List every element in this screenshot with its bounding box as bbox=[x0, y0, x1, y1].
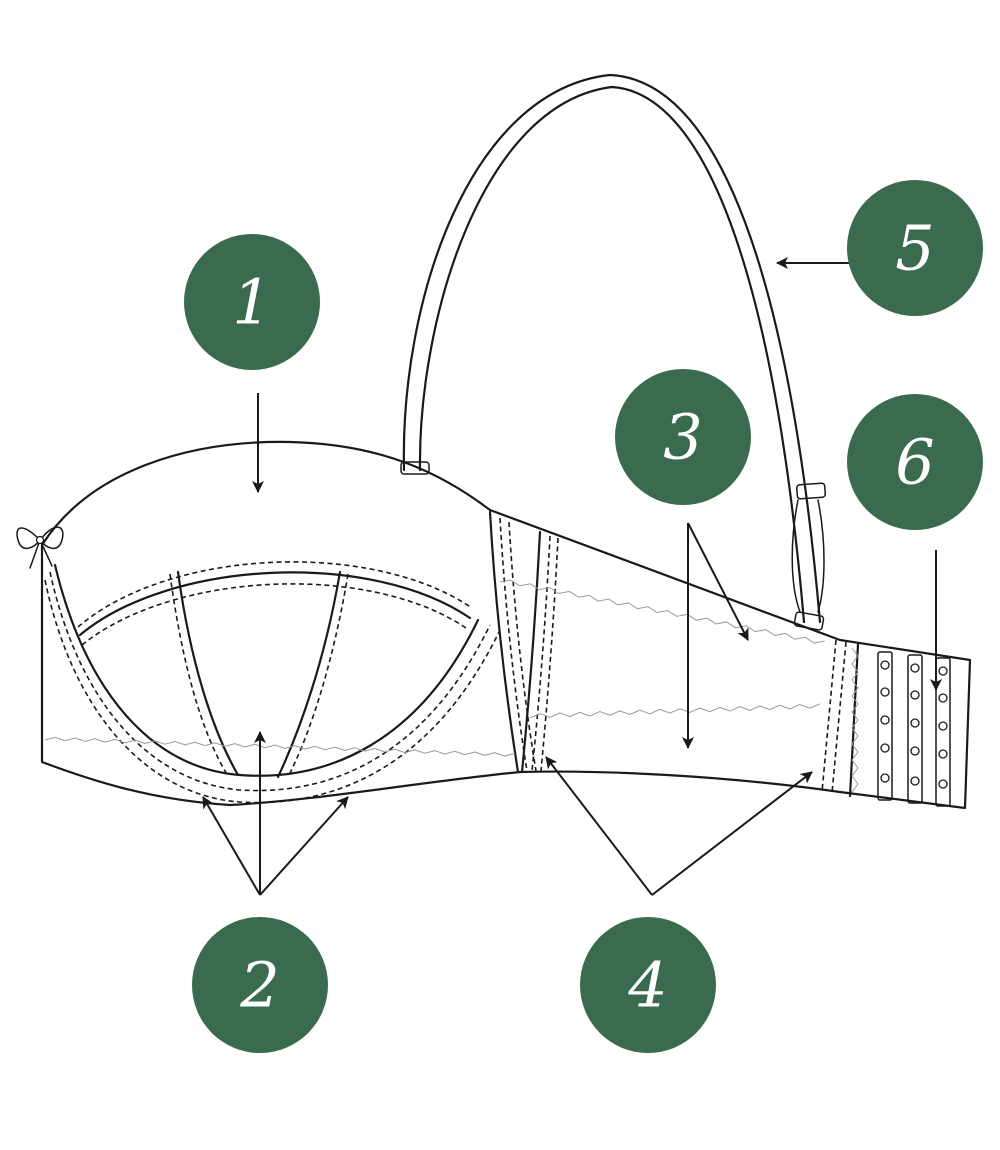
strap-front-connector bbox=[400, 461, 430, 475]
callout-5-label: 5 bbox=[895, 212, 934, 285]
strap-loop bbox=[791, 499, 825, 613]
bra-body bbox=[16, 440, 972, 810]
callout-4-label: 4 bbox=[627, 949, 667, 1022]
cup-panel-stitch-2 bbox=[81, 583, 467, 646]
cup-seam-left-stitch bbox=[169, 573, 229, 777]
arrow-2-left bbox=[202, 796, 261, 896]
hook-eye-closure bbox=[877, 651, 951, 807]
band-elastic-upper bbox=[499, 579, 825, 644]
callout-1-circle bbox=[184, 234, 320, 370]
callout-3-label: 3 bbox=[663, 401, 702, 474]
side-seam-1-stitch-a bbox=[499, 517, 528, 772]
hook-column-2 bbox=[907, 654, 923, 804]
callout-2: 2 bbox=[192, 917, 328, 1053]
band-end-stitch-b bbox=[831, 641, 847, 794]
band-elastic-lower bbox=[529, 703, 820, 719]
callout-1-label: 1 bbox=[232, 266, 271, 339]
cup-panel-stitch-1 bbox=[77, 561, 473, 628]
strap-inner-edge bbox=[418, 85, 806, 624]
side-seam-2 bbox=[520, 530, 542, 774]
arrow-2-right bbox=[259, 796, 349, 896]
callout-1: 1 bbox=[184, 234, 320, 370]
callout-6-label: 6 bbox=[895, 426, 934, 499]
callout-5: 5 bbox=[847, 180, 983, 316]
side-seam-1-stitch-b bbox=[508, 521, 537, 772]
bottom-elastic bbox=[44, 736, 515, 757]
hook-column-3 bbox=[935, 657, 951, 807]
strap-outer-edge bbox=[402, 73, 822, 624]
bow-icon bbox=[16, 526, 64, 569]
callout-4-circle bbox=[580, 917, 716, 1053]
cup-seam bbox=[53, 563, 480, 777]
callout-2-circle bbox=[192, 917, 328, 1053]
side-seam-1 bbox=[488, 510, 520, 774]
callout-3: 3 bbox=[615, 369, 751, 505]
callout-badges: 1 2 3 4 5 6 bbox=[184, 180, 983, 1053]
callout-3-circle bbox=[615, 369, 751, 505]
side-seam-2-stitch-b bbox=[540, 537, 559, 772]
arrow-3-right bbox=[687, 522, 749, 641]
callout-arrows bbox=[202, 257, 942, 896]
cup-seam-stitch-2 bbox=[44, 579, 501, 804]
hook-column-1 bbox=[877, 651, 893, 801]
cup-panel-seam bbox=[78, 571, 472, 637]
side-seam-2-stitch-a bbox=[531, 535, 551, 772]
strap-slider bbox=[795, 482, 827, 500]
callout-6: 6 bbox=[847, 394, 983, 530]
cup-seam-right bbox=[276, 570, 342, 779]
callout-5-circle bbox=[847, 180, 983, 316]
arrow-4-left bbox=[545, 756, 653, 896]
arrow-4-right bbox=[651, 771, 813, 896]
callout-4: 4 bbox=[580, 917, 716, 1053]
callout-6-circle bbox=[847, 394, 983, 530]
shoulder-strap bbox=[400, 73, 827, 631]
callout-2-label: 2 bbox=[239, 949, 279, 1022]
cup-seam-left bbox=[176, 570, 240, 777]
cup-seam-right-stitch bbox=[287, 573, 349, 778]
hook-eye-seam bbox=[848, 642, 860, 798]
hook-eyes bbox=[880, 660, 948, 789]
bra-outline bbox=[40, 440, 972, 810]
cup-seam-stitch-1 bbox=[49, 571, 491, 792]
hook-eye-zigzag bbox=[851, 647, 859, 793]
